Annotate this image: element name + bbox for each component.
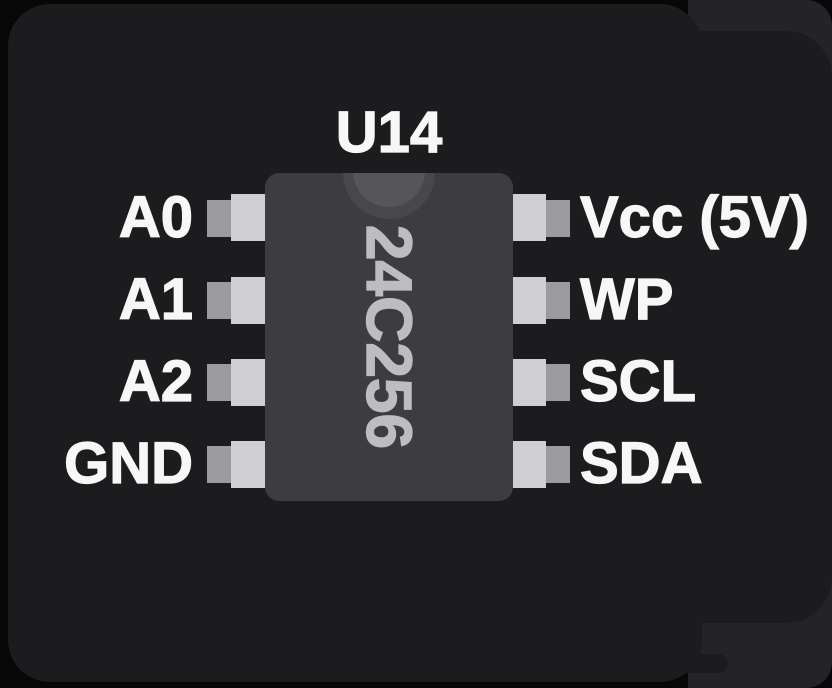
pin-label-a1: A1 [118,266,193,332]
pin-vcc-pad [512,194,546,241]
pin-label-scl: SCL [579,348,696,414]
pin-wp-pad [512,277,546,324]
pin-label-vcc: Vcc (5V) [579,184,809,250]
pin-a0-pad [231,194,265,241]
chip-component[interactable]: 24C256 [265,173,513,501]
pin-label-a0: A0 [118,184,193,250]
pin-sda-pad [512,441,546,488]
pin-scl-pad [512,359,546,406]
pin-gnd-lead [207,446,231,483]
chip-part-number: 24C256 [352,224,425,450]
pin-a1-pad [231,277,265,324]
pin-scl-lead [546,364,570,401]
pin-label-a2: A2 [118,348,193,414]
pin-wp-lead [546,282,570,319]
pin-vcc-lead [546,200,570,237]
pin-label-sda: SDA [579,430,703,496]
pin-gnd-pad [231,441,265,488]
pin-sda-lead [546,446,570,483]
pin-a0-lead [207,200,231,237]
pin-label-gnd: GND [64,430,194,496]
pin-label-wp: WP [579,266,674,332]
pin-a1-lead [207,282,231,319]
pin-a2-pad [231,359,265,406]
chip-designator: U14 [335,99,443,165]
pin-a2-lead [207,364,231,401]
card-bottom-tab [658,654,728,673]
